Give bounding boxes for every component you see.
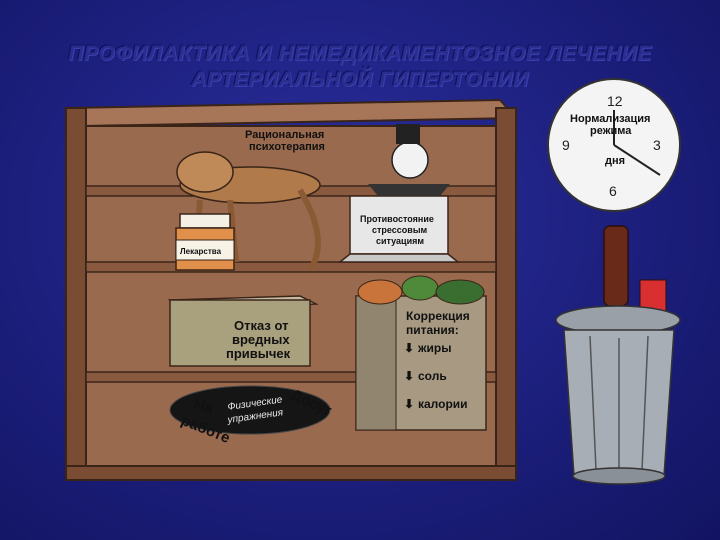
medicine-jar: [176, 214, 234, 270]
clock-label-1: Нормализация: [570, 113, 650, 125]
arrow-icon: ⬇: [404, 397, 414, 411]
salt-label: соль: [418, 369, 447, 383]
nutrition-label-2: питания:: [406, 323, 459, 337]
stress-label-2: стрессовым: [372, 225, 428, 235]
medicines-label: Лекарства: [180, 247, 222, 256]
bad-habits-label-3: привычек: [226, 346, 291, 361]
arrow-icon: ⬇: [404, 369, 414, 383]
stress-label-1: Противостояние: [360, 214, 434, 224]
nutrition-label-1: Коррекция: [406, 309, 470, 323]
bad-habits-label-2: вредных: [232, 332, 290, 347]
clock-label-3: дня: [605, 155, 625, 167]
trash-can-illustration: [556, 226, 680, 484]
fats-label: жиры: [417, 341, 451, 355]
clock-label-2: режима: [590, 125, 632, 137]
psychotherapy-label-2: психотерапия: [249, 141, 325, 153]
arrow-icon: ⬇: [404, 341, 414, 355]
clock-numeral-9: 9: [562, 137, 570, 153]
clock-numeral-12: 12: [607, 93, 623, 109]
calories-label: калории: [418, 397, 468, 411]
psychotherapy-label-1: Рациональная: [245, 129, 324, 141]
stress-label-3: ситуациям: [376, 236, 424, 246]
clock-numeral-3: 3: [653, 137, 661, 153]
clock-numeral-6: 6: [609, 183, 617, 199]
bad-habits-label-1: Отказ от: [234, 318, 288, 333]
